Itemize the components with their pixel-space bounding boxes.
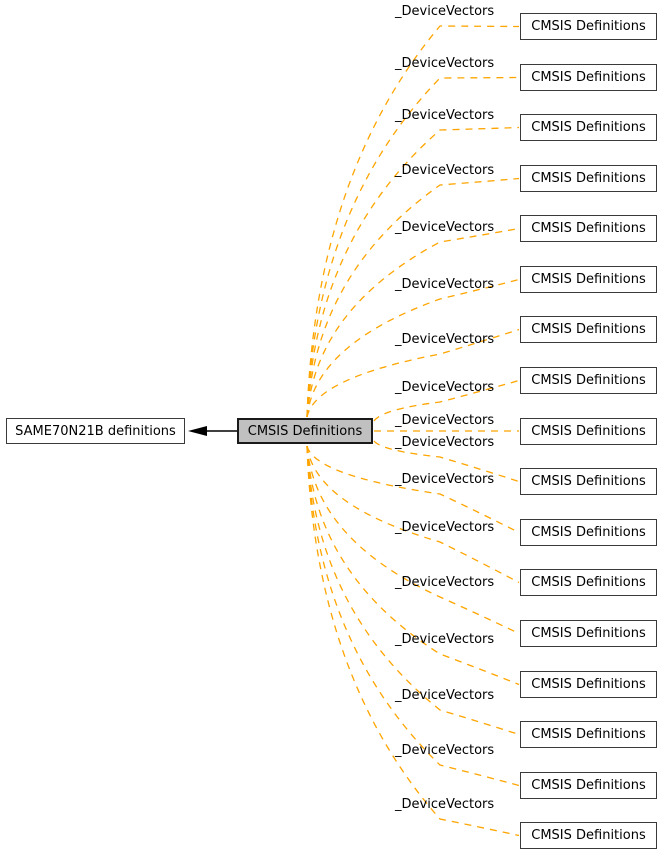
graph-node-focus[interactable]: CMSIS Definitions: [237, 418, 373, 444]
graph-node-cmsis-definitions[interactable]: CMSIS Definitions: [520, 519, 657, 546]
edge-label-devicevectors: _DeviceVectors: [395, 472, 495, 487]
graph-node-cmsis-definitions[interactable]: CMSIS Definitions: [520, 64, 657, 91]
usage-edge: [306, 445, 520, 837]
usage-edge: [373, 379, 520, 422]
graph-node-cmsis-definitions[interactable]: CMSIS Definitions: [520, 772, 657, 799]
dependency-arrowhead: [188, 426, 207, 436]
edge-label-devicevectors: _DeviceVectors: [395, 163, 495, 178]
usage-edge: [306, 227, 520, 418]
edge-label-devicevectors: _DeviceVectors: [395, 4, 495, 19]
edge-label-devicevectors: _DeviceVectors: [395, 797, 495, 812]
usage-edge: [373, 440, 520, 483]
edge-label-devicevectors: _DeviceVectors: [395, 220, 495, 235]
graph-node-parent[interactable]: SAME70N21B definitions: [6, 418, 185, 444]
edge-label-devicevectors: _DeviceVectors: [395, 743, 495, 758]
edge-label-devicevectors: _DeviceVectors: [395, 688, 495, 703]
edge-label-devicevectors: _DeviceVectors: [395, 520, 495, 535]
edge-label-devicevectors: _DeviceVectors: [395, 575, 495, 590]
graph-node-cmsis-definitions[interactable]: CMSIS Definitions: [520, 114, 657, 141]
graph-node-cmsis-definitions[interactable]: CMSIS Definitions: [520, 822, 657, 849]
graph-node-cmsis-definitions[interactable]: CMSIS Definitions: [520, 721, 657, 748]
edge-label-devicevectors: _DeviceVectors: [395, 108, 495, 123]
usage-edge: [306, 445, 520, 584]
graph-node-cmsis-definitions[interactable]: CMSIS Definitions: [520, 266, 657, 293]
usage-edge: [306, 445, 520, 736]
edge-label-devicevectors: _DeviceVectors: [395, 632, 495, 647]
graph-node-cmsis-definitions[interactable]: CMSIS Definitions: [520, 671, 657, 698]
usage-edge: [306, 126, 520, 418]
edge-label-devicevectors: _DeviceVectors: [395, 277, 495, 292]
usage-edge: [306, 278, 520, 418]
graph-node-cmsis-definitions[interactable]: CMSIS Definitions: [520, 468, 657, 495]
graph-node-cmsis-definitions[interactable]: CMSIS Definitions: [520, 418, 657, 445]
usage-edge: [306, 177, 520, 418]
graph-node-cmsis-definitions[interactable]: CMSIS Definitions: [520, 13, 657, 40]
usage-edge: [306, 25, 520, 418]
usage-edge-group: [306, 25, 520, 837]
edge-label-devicevectors: _DeviceVectors: [395, 413, 495, 428]
usage-edge: [306, 76, 520, 418]
graph-node-cmsis-definitions[interactable]: CMSIS Definitions: [520, 165, 657, 192]
usage-edge: [306, 445, 520, 635]
graph-node-cmsis-definitions[interactable]: CMSIS Definitions: [520, 569, 657, 596]
graph-node-cmsis-definitions[interactable]: CMSIS Definitions: [520, 620, 657, 647]
graph-node-cmsis-definitions[interactable]: CMSIS Definitions: [520, 316, 657, 343]
edge-label-devicevectors: _DeviceVectors: [395, 435, 495, 450]
edge-label-devicevectors: _DeviceVectors: [395, 332, 495, 347]
graph-node-cmsis-definitions[interactable]: CMSIS Definitions: [520, 215, 657, 242]
usage-edge: [306, 445, 520, 787]
graph-node-cmsis-definitions[interactable]: CMSIS Definitions: [520, 367, 657, 394]
dependency-arrow: [188, 426, 237, 436]
edge-label-devicevectors: _DeviceVectors: [395, 56, 495, 71]
usage-edge: [306, 445, 520, 534]
edge-label-devicevectors: _DeviceVectors: [395, 380, 495, 395]
usage-edge: [306, 328, 520, 418]
